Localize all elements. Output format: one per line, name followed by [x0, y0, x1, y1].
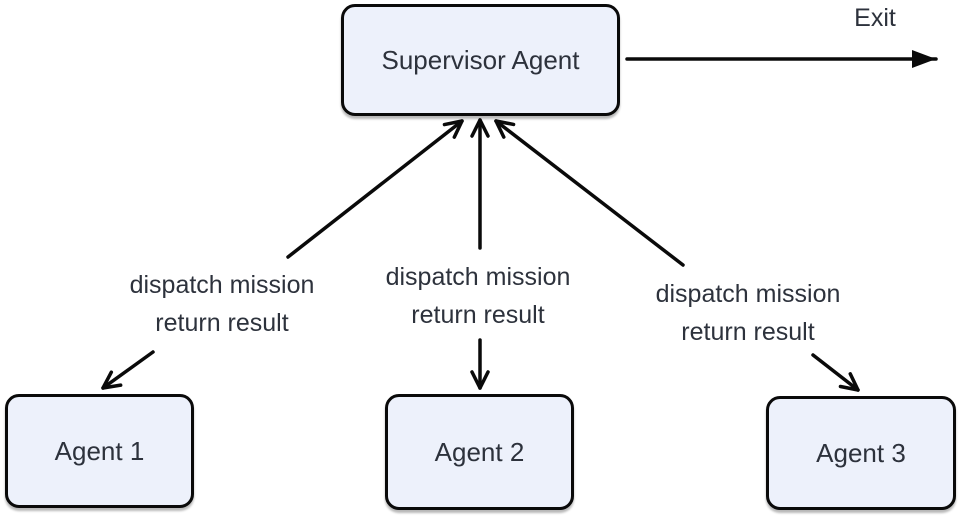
- edge-supervisor-to-agent3: [811, 353, 860, 392]
- exit-label: Exit: [854, 4, 896, 32]
- agent-3-node: Agent 3: [766, 396, 956, 510]
- edge-label-agent2-line2: return result: [411, 301, 545, 329]
- edge-label-agent3-line2: return result: [681, 318, 815, 346]
- edge-agent1-to-supervisor: [286, 119, 464, 259]
- edge-label-agent2: dispatch mission return result: [328, 258, 628, 334]
- agent-1-node: Agent 1: [5, 394, 194, 508]
- supervisor-agent-node: Supervisor Agent: [341, 4, 620, 116]
- edge-label-agent1-line1: dispatch mission: [129, 271, 315, 299]
- agent-2-node: Agent 2: [385, 394, 574, 510]
- edge-supervisor-to-agent1: [101, 350, 155, 390]
- supervisor-agent-label: Supervisor Agent: [381, 44, 580, 75]
- edge-agent3-to-supervisor: [494, 119, 685, 267]
- edge-label-agent2-line1: dispatch mission: [385, 263, 571, 291]
- edge-label-agent3-line1: dispatch mission: [655, 280, 841, 308]
- edge-label-agent1-line2: return result: [155, 309, 289, 337]
- edge-label-agent1: dispatch mission return result: [72, 266, 372, 342]
- agent-2-label: Agent 2: [434, 436, 525, 467]
- agent-1-label: Agent 1: [54, 435, 145, 466]
- edge-label-agent3: dispatch mission return result: [598, 275, 898, 351]
- agent-3-label: Agent 3: [816, 437, 906, 468]
